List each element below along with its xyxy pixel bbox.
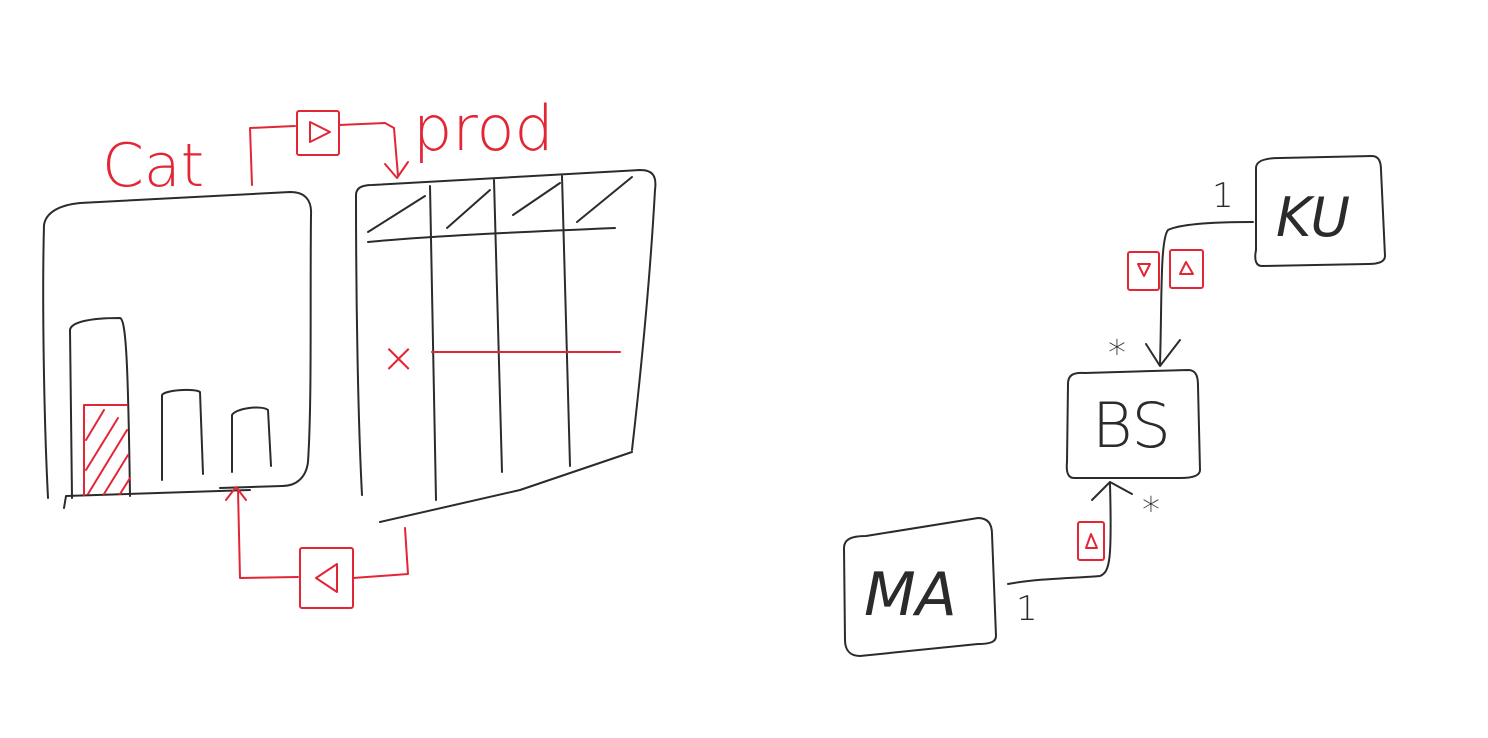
triangle-up-icon bbox=[1179, 261, 1194, 275]
prod-label: prod bbox=[413, 92, 554, 165]
cat-label: Cat bbox=[102, 131, 204, 201]
triangle-up-icon bbox=[1085, 533, 1098, 549]
table-panel: × bbox=[355, 169, 657, 523]
ku-bs-link bbox=[1127, 221, 1254, 367]
ku-link-up-button[interactable] bbox=[1169, 249, 1204, 289]
ma-bs-link bbox=[1007, 481, 1133, 585]
ku-link-down-button[interactable] bbox=[1127, 251, 1160, 291]
node-ku[interactable]: KU bbox=[1254, 155, 1386, 267]
ku-label: KU bbox=[1276, 186, 1350, 249]
bar-chart-panel bbox=[42, 191, 313, 509]
cat-to-prod-connector: Cat prod bbox=[102, 92, 554, 201]
left-sketch: × Cat prod bbox=[42, 92, 657, 609]
bs-multiplicity-bottom: * bbox=[1142, 490, 1160, 531]
filter-mark: × bbox=[381, 333, 416, 382]
node-bs[interactable]: BS bbox=[1065, 369, 1201, 479]
ma-label: MA bbox=[864, 560, 957, 630]
ku-multiplicity: 1 bbox=[1212, 176, 1234, 216]
bar-hatching bbox=[85, 409, 131, 495]
play-right-icon bbox=[309, 121, 331, 143]
backward-button[interactable] bbox=[299, 547, 354, 609]
play-left-icon bbox=[315, 563, 338, 593]
bs-label: BS bbox=[1092, 389, 1171, 462]
ma-link-up-button[interactable] bbox=[1077, 521, 1105, 561]
prod-to-cat-connector bbox=[225, 486, 409, 609]
forward-button[interactable] bbox=[296, 110, 340, 156]
ma-multiplicity: 1 bbox=[1016, 589, 1038, 629]
triangle-down-icon bbox=[1137, 263, 1151, 277]
right-sketch: KU 1 * BS * 1 MA bbox=[843, 155, 1386, 657]
node-ma[interactable]: MA bbox=[843, 517, 997, 657]
bs-multiplicity-top: * bbox=[1108, 333, 1126, 374]
